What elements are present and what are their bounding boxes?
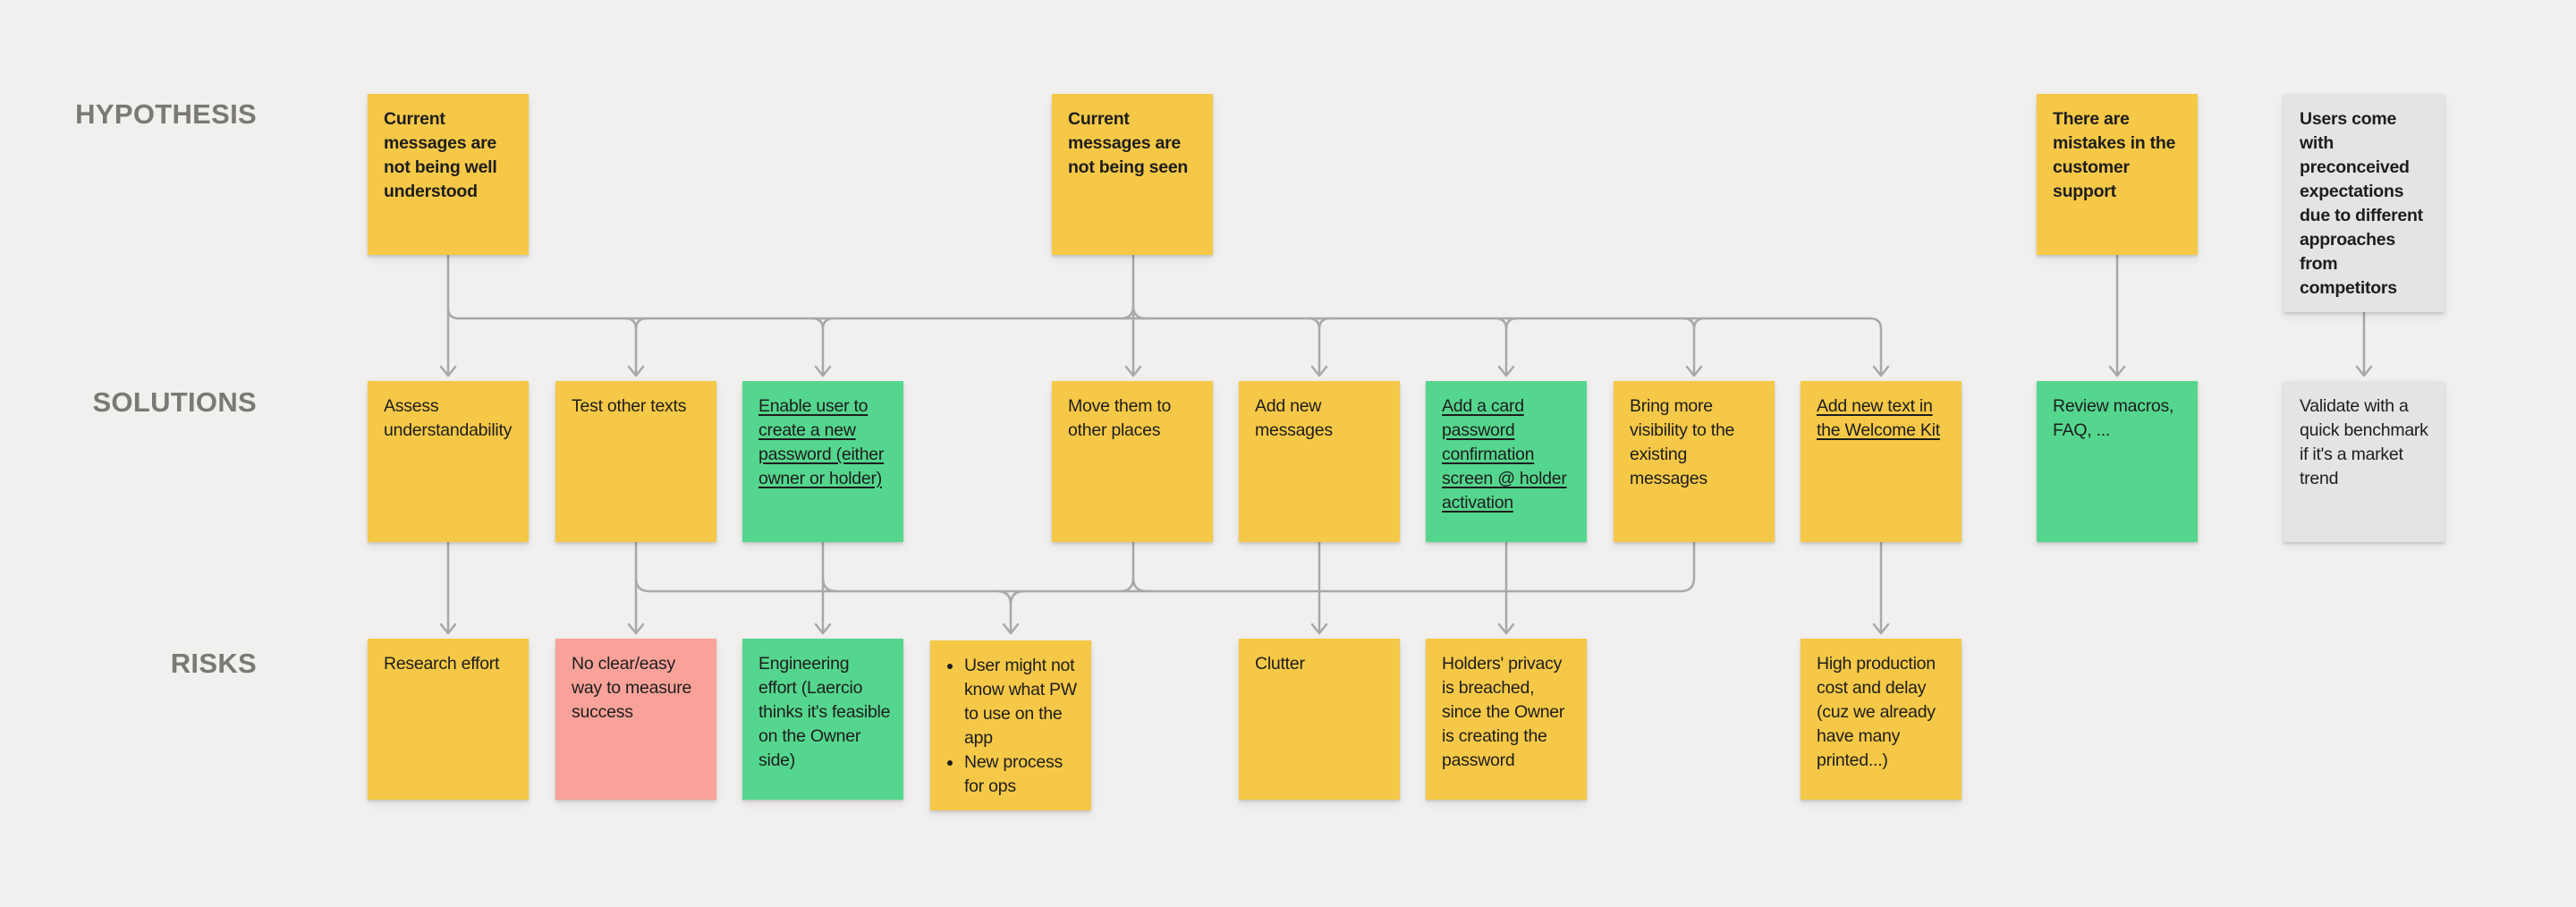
- note-text: Engineering effort (Laercio thinks it's …: [758, 654, 891, 770]
- note-text: Clutter: [1255, 654, 1305, 674]
- sticky-note-s5[interactable]: Add new messages: [1239, 381, 1400, 542]
- note-text: Current messages are not being seen: [1068, 109, 1189, 177]
- arrowhead-icon: [439, 365, 457, 377]
- arrowhead-icon: [1685, 365, 1703, 377]
- sticky-note-s3[interactable]: Enable user to create a new password (ei…: [742, 381, 903, 542]
- connector-line: [1504, 317, 1518, 330]
- connector-line: [446, 307, 1883, 375]
- sticky-note-s2[interactable]: Test other texts: [555, 381, 716, 542]
- sticky-note-s10[interactable]: Validate with a quick benchmark if it's …: [2284, 381, 2445, 542]
- note-text: There are mistakes in the customer suppo…: [2053, 109, 2176, 201]
- note-text: Bring more visibility to the existing me…: [1630, 396, 1735, 488]
- connector-line: [1120, 305, 1147, 320]
- row-label-hypothesis: HYPOTHESIS: [75, 98, 257, 130]
- connector-line: [1692, 317, 1706, 330]
- sticky-note-r7[interactable]: High production cost and delay (cuz we a…: [1801, 639, 1962, 800]
- arrowhead-icon: [627, 365, 645, 377]
- arrowhead-icon: [2355, 365, 2373, 377]
- arrowhead-icon: [439, 623, 457, 635]
- sticky-note-s8[interactable]: Add new text in the Welcome Kit: [1801, 381, 1962, 542]
- note-text: Test other texts: [572, 396, 687, 416]
- note-text: Move them to other places: [1068, 396, 1172, 440]
- arrowhead-icon: [1872, 365, 1890, 377]
- row-label-solutions: SOLUTIONS: [92, 386, 257, 418]
- note-text: Add new messages: [1255, 396, 1333, 440]
- connector-line: [821, 317, 835, 330]
- connector-line: [1318, 317, 1331, 330]
- sticky-note-r2[interactable]: No clear/easy way to measure success: [555, 639, 716, 800]
- note-text: Add new text in the Welcome Kit: [1817, 396, 1940, 440]
- connector-line: [1308, 317, 1321, 375]
- connector-line: [821, 577, 837, 593]
- sticky-note-s9[interactable]: Review macros, FAQ, ...: [2037, 381, 2198, 542]
- connector-line: [1119, 542, 1135, 593]
- sticky-note-h3[interactable]: There are mistakes in the customer suppo…: [2037, 94, 2198, 255]
- note-text: No clear/easy way to measure success: [572, 654, 692, 722]
- note-text: Research effort: [384, 654, 500, 674]
- connector-line: [634, 317, 648, 330]
- note-text: Users come with preconceived expectation…: [2300, 109, 2423, 298]
- arrowhead-icon: [1002, 623, 1020, 635]
- note-text: High production cost and delay (cuz we a…: [1817, 654, 1936, 770]
- sticky-note-r4[interactable]: User might not know what PW to use on th…: [930, 640, 1091, 810]
- arrowhead-icon: [1310, 365, 1328, 377]
- arrowhead-icon: [627, 623, 645, 635]
- connector-line: [624, 317, 638, 375]
- note-bullet-list: User might not know what PW to use on th…: [946, 654, 1080, 799]
- arrowhead-icon: [1310, 623, 1328, 635]
- sticky-note-s4[interactable]: Move them to other places: [1052, 381, 1213, 542]
- sticky-note-s6[interactable]: Add a card password confirmation screen …: [1426, 381, 1587, 542]
- connector-line: [1495, 317, 1508, 375]
- sticky-note-h2[interactable]: Current messages are not being seen: [1052, 94, 1213, 255]
- sticky-note-r1[interactable]: Research effort: [368, 639, 529, 800]
- arrowhead-icon: [1497, 623, 1515, 635]
- arrowhead-icon: [1872, 623, 1890, 635]
- arrowhead-icon: [814, 623, 832, 635]
- connector-line: [1131, 577, 1148, 593]
- sticky-note-h1[interactable]: Current messages are not being well unde…: [368, 94, 529, 255]
- arrowhead-icon: [814, 365, 832, 377]
- note-text: Review macros, FAQ, ...: [2053, 396, 2174, 440]
- sticky-note-r3[interactable]: Engineering effort (Laercio thinks it's …: [742, 639, 903, 800]
- sticky-note-r6[interactable]: Holders' privacy is breached, since the …: [1426, 639, 1587, 800]
- sticky-note-s7[interactable]: Bring more visibility to the existing me…: [1614, 381, 1775, 542]
- connector-line: [1009, 589, 1025, 606]
- sticky-note-h4[interactable]: Users come with preconceived expectation…: [2284, 94, 2445, 312]
- sticky-note-r5[interactable]: Clutter: [1239, 639, 1400, 800]
- arrowhead-icon: [1124, 365, 1142, 377]
- sticky-note-s1[interactable]: Assess understandability: [368, 381, 529, 542]
- arrowhead-icon: [2108, 365, 2126, 377]
- note-text: Holders' privacy is breached, since the …: [1442, 654, 1565, 770]
- connector-line: [634, 542, 1696, 593]
- note-text: Enable user to create a new password (ei…: [758, 396, 885, 488]
- note-text: Current messages are not being well unde…: [384, 109, 497, 201]
- note-text: Add a card password confirmation screen …: [1442, 396, 1567, 513]
- note-bullet-item: User might not know what PW to use on th…: [963, 654, 1080, 750]
- connector-line: [811, 317, 825, 375]
- note-text: Assess understandability: [384, 396, 513, 440]
- arrowhead-icon: [1497, 365, 1515, 377]
- connector-line: [1682, 317, 1696, 375]
- row-label-risks: RISKS: [170, 648, 257, 679]
- note-text: Validate with a quick benchmark if it's …: [2300, 396, 2428, 488]
- note-bullet-item: New process for ops: [963, 750, 1080, 799]
